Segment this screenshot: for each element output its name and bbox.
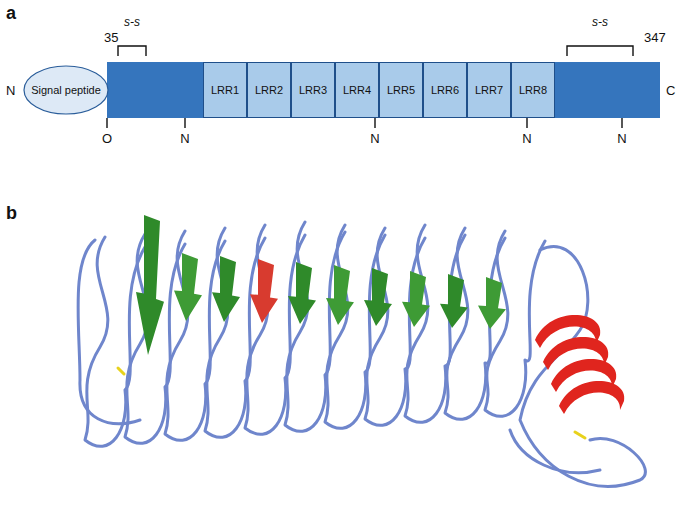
lrr-domain-box: LRR3	[291, 62, 335, 118]
glycosylation-site: O	[102, 132, 112, 145]
glycosylation-site: N	[370, 132, 379, 145]
signal-peptide-ellipse: Signal peptide	[23, 65, 109, 115]
lrr-domain-box: LRR5	[379, 62, 423, 118]
lrr-domain-box: LRR6	[423, 62, 467, 118]
glycosylation-site: N	[180, 132, 189, 145]
repeat-label: LRR4	[343, 84, 371, 97]
disulfide-bracket	[118, 46, 146, 56]
lrr-domain-box: LRR8	[511, 62, 555, 118]
disulfide-label: s-s	[592, 16, 608, 28]
protein-bar	[107, 62, 660, 118]
lrr-domain-box: LRR4	[335, 62, 379, 118]
residue-number: 35	[104, 31, 118, 44]
lrr-domain-box: LRR7	[467, 62, 511, 118]
repeat-label: LRR6	[431, 84, 459, 97]
repeat-label: LRR2	[255, 84, 283, 97]
terminus-label: N	[6, 84, 15, 97]
repeat-label: LRR3	[299, 84, 327, 97]
glycosylation-site: N	[617, 132, 626, 145]
disulfide-bracket	[567, 46, 633, 56]
disulfide-label: s-s	[124, 16, 140, 28]
panel-letter: b	[6, 204, 17, 222]
residue-number: 347	[644, 31, 666, 44]
repeat-label: LRR1	[211, 84, 239, 97]
repeat-label: LRR5	[387, 84, 415, 97]
lrr-domain-box: LRR1	[203, 62, 247, 118]
lrr-domain-box: LRR2	[247, 62, 291, 118]
terminus-label: C	[666, 84, 675, 97]
glycosylation-site: N	[522, 132, 531, 145]
repeat-label: LRR7	[475, 84, 503, 97]
site-ticks	[107, 118, 622, 128]
domain-label: Signal peptide	[31, 84, 101, 97]
panel-letter: a	[6, 4, 16, 22]
protein-ribbon	[78, 215, 645, 486]
repeat-label: LRR8	[519, 84, 547, 97]
